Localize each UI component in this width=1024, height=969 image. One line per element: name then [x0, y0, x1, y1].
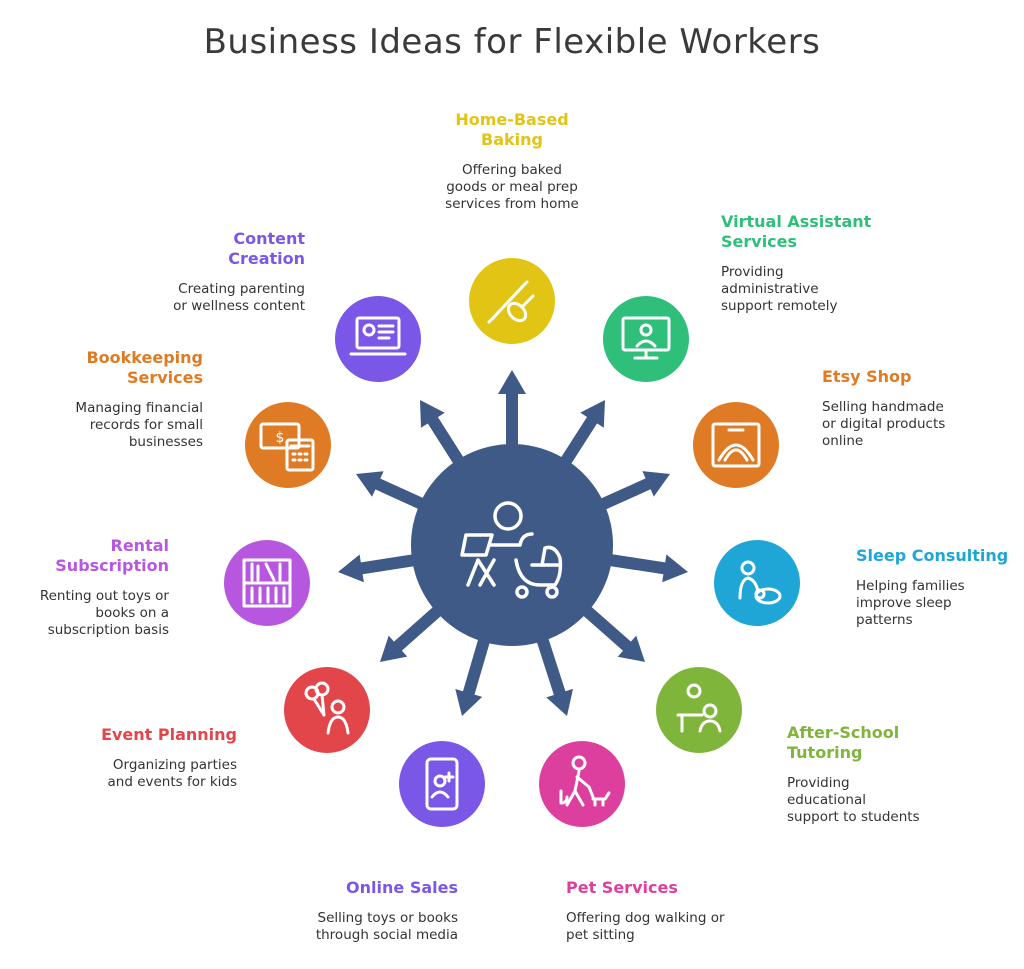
idea-pet: Pet Services Offering dog walking or pet…	[566, 878, 766, 944]
idea-description: Selling handmade or digital products onl…	[822, 399, 946, 449]
idea-heading: Virtual Assistant Services	[721, 212, 872, 251]
pet-circle	[539, 741, 625, 827]
idea-heading: Home-Based Baking	[455, 110, 569, 149]
idea-description: Selling toys or books through social med…	[315, 910, 458, 943]
idea-sleep: Sleep Consulting Helping families improv…	[856, 546, 1021, 629]
idea-heading: Etsy Shop	[822, 367, 912, 386]
idea-description: Renting out toys or books on a subscript…	[39, 588, 169, 638]
phone-user-add-icon	[425, 757, 459, 811]
idea-etsy: Etsy Shop Selling handmade or digital pr…	[822, 367, 1012, 450]
idea-description: Offering dog walking or pet sitting	[566, 910, 725, 943]
video-call-monitor-icon	[621, 316, 671, 360]
tutor-student-icon	[676, 683, 722, 733]
page-title: Business Ideas for Flexible Workers	[203, 22, 821, 62]
idea-rental: Rental Subscription Renting out toys or …	[4, 536, 169, 639]
idea-description: Providing educational support to student…	[787, 775, 920, 825]
virtual-circle	[603, 296, 689, 382]
idea-description: Offering baked goods or meal prep servic…	[445, 162, 579, 212]
bookkeeping-circle: $	[245, 402, 331, 488]
idea-description: Organizing parties and events for kids	[107, 757, 238, 790]
idea-bookkeeping: Bookkeeping Services Managing financial …	[3, 348, 203, 451]
idea-heading: Event Planning	[101, 725, 237, 744]
rental-circle	[224, 540, 310, 626]
bookshelf-icon	[242, 558, 292, 608]
idea-description: Helping families improve sleep patterns	[856, 578, 965, 628]
idea-content: Content Creation Creating parenting or w…	[105, 229, 305, 315]
parent-sleeping-baby-icon	[738, 560, 782, 605]
idea-description: Creating parenting or wellness content	[173, 281, 305, 314]
idea-virtual: Virtual Assistant Services Providing adm…	[721, 212, 921, 315]
idea-heading: Online Sales	[346, 878, 458, 897]
idea-description: Providing administrative support remotel…	[721, 264, 838, 314]
online-circle	[399, 741, 485, 827]
idea-heading: Content Creation	[228, 229, 305, 268]
laptop-gear-icon	[349, 316, 407, 356]
shop-window-icon	[711, 422, 761, 468]
svg-text:$: $	[276, 430, 285, 446]
etsy-circle	[693, 402, 779, 488]
idea-heading: Rental Subscription	[55, 536, 169, 575]
idea-heading: Bookkeeping Services	[86, 348, 203, 387]
cash-calculator-icon: $	[259, 422, 315, 472]
parent-laptop-stroller-icon	[460, 501, 563, 599]
idea-description: Managing financial records for small bus…	[75, 400, 203, 450]
dog-walker-icon	[559, 755, 611, 807]
content-circle	[335, 296, 421, 382]
event-circle	[284, 667, 370, 753]
idea-online: Online Sales Selling toys or books throu…	[258, 878, 458, 944]
idea-tutoring: After-School Tutoring Providing educatio…	[787, 723, 987, 826]
baking-circle	[469, 258, 555, 344]
idea-baking: Home-Based Baking Offering baked goods o…	[412, 110, 612, 213]
rolling-pin-whisk-icon	[487, 280, 535, 324]
sleep-circle	[714, 540, 800, 626]
tutoring-circle	[656, 667, 742, 753]
idea-heading: Pet Services	[566, 878, 678, 897]
idea-heading: Sleep Consulting	[856, 546, 1009, 565]
idea-event: Event Planning Organizing parties and ev…	[37, 725, 237, 791]
balloons-child-icon	[304, 681, 350, 735]
idea-heading: After-School Tutoring	[787, 723, 900, 762]
